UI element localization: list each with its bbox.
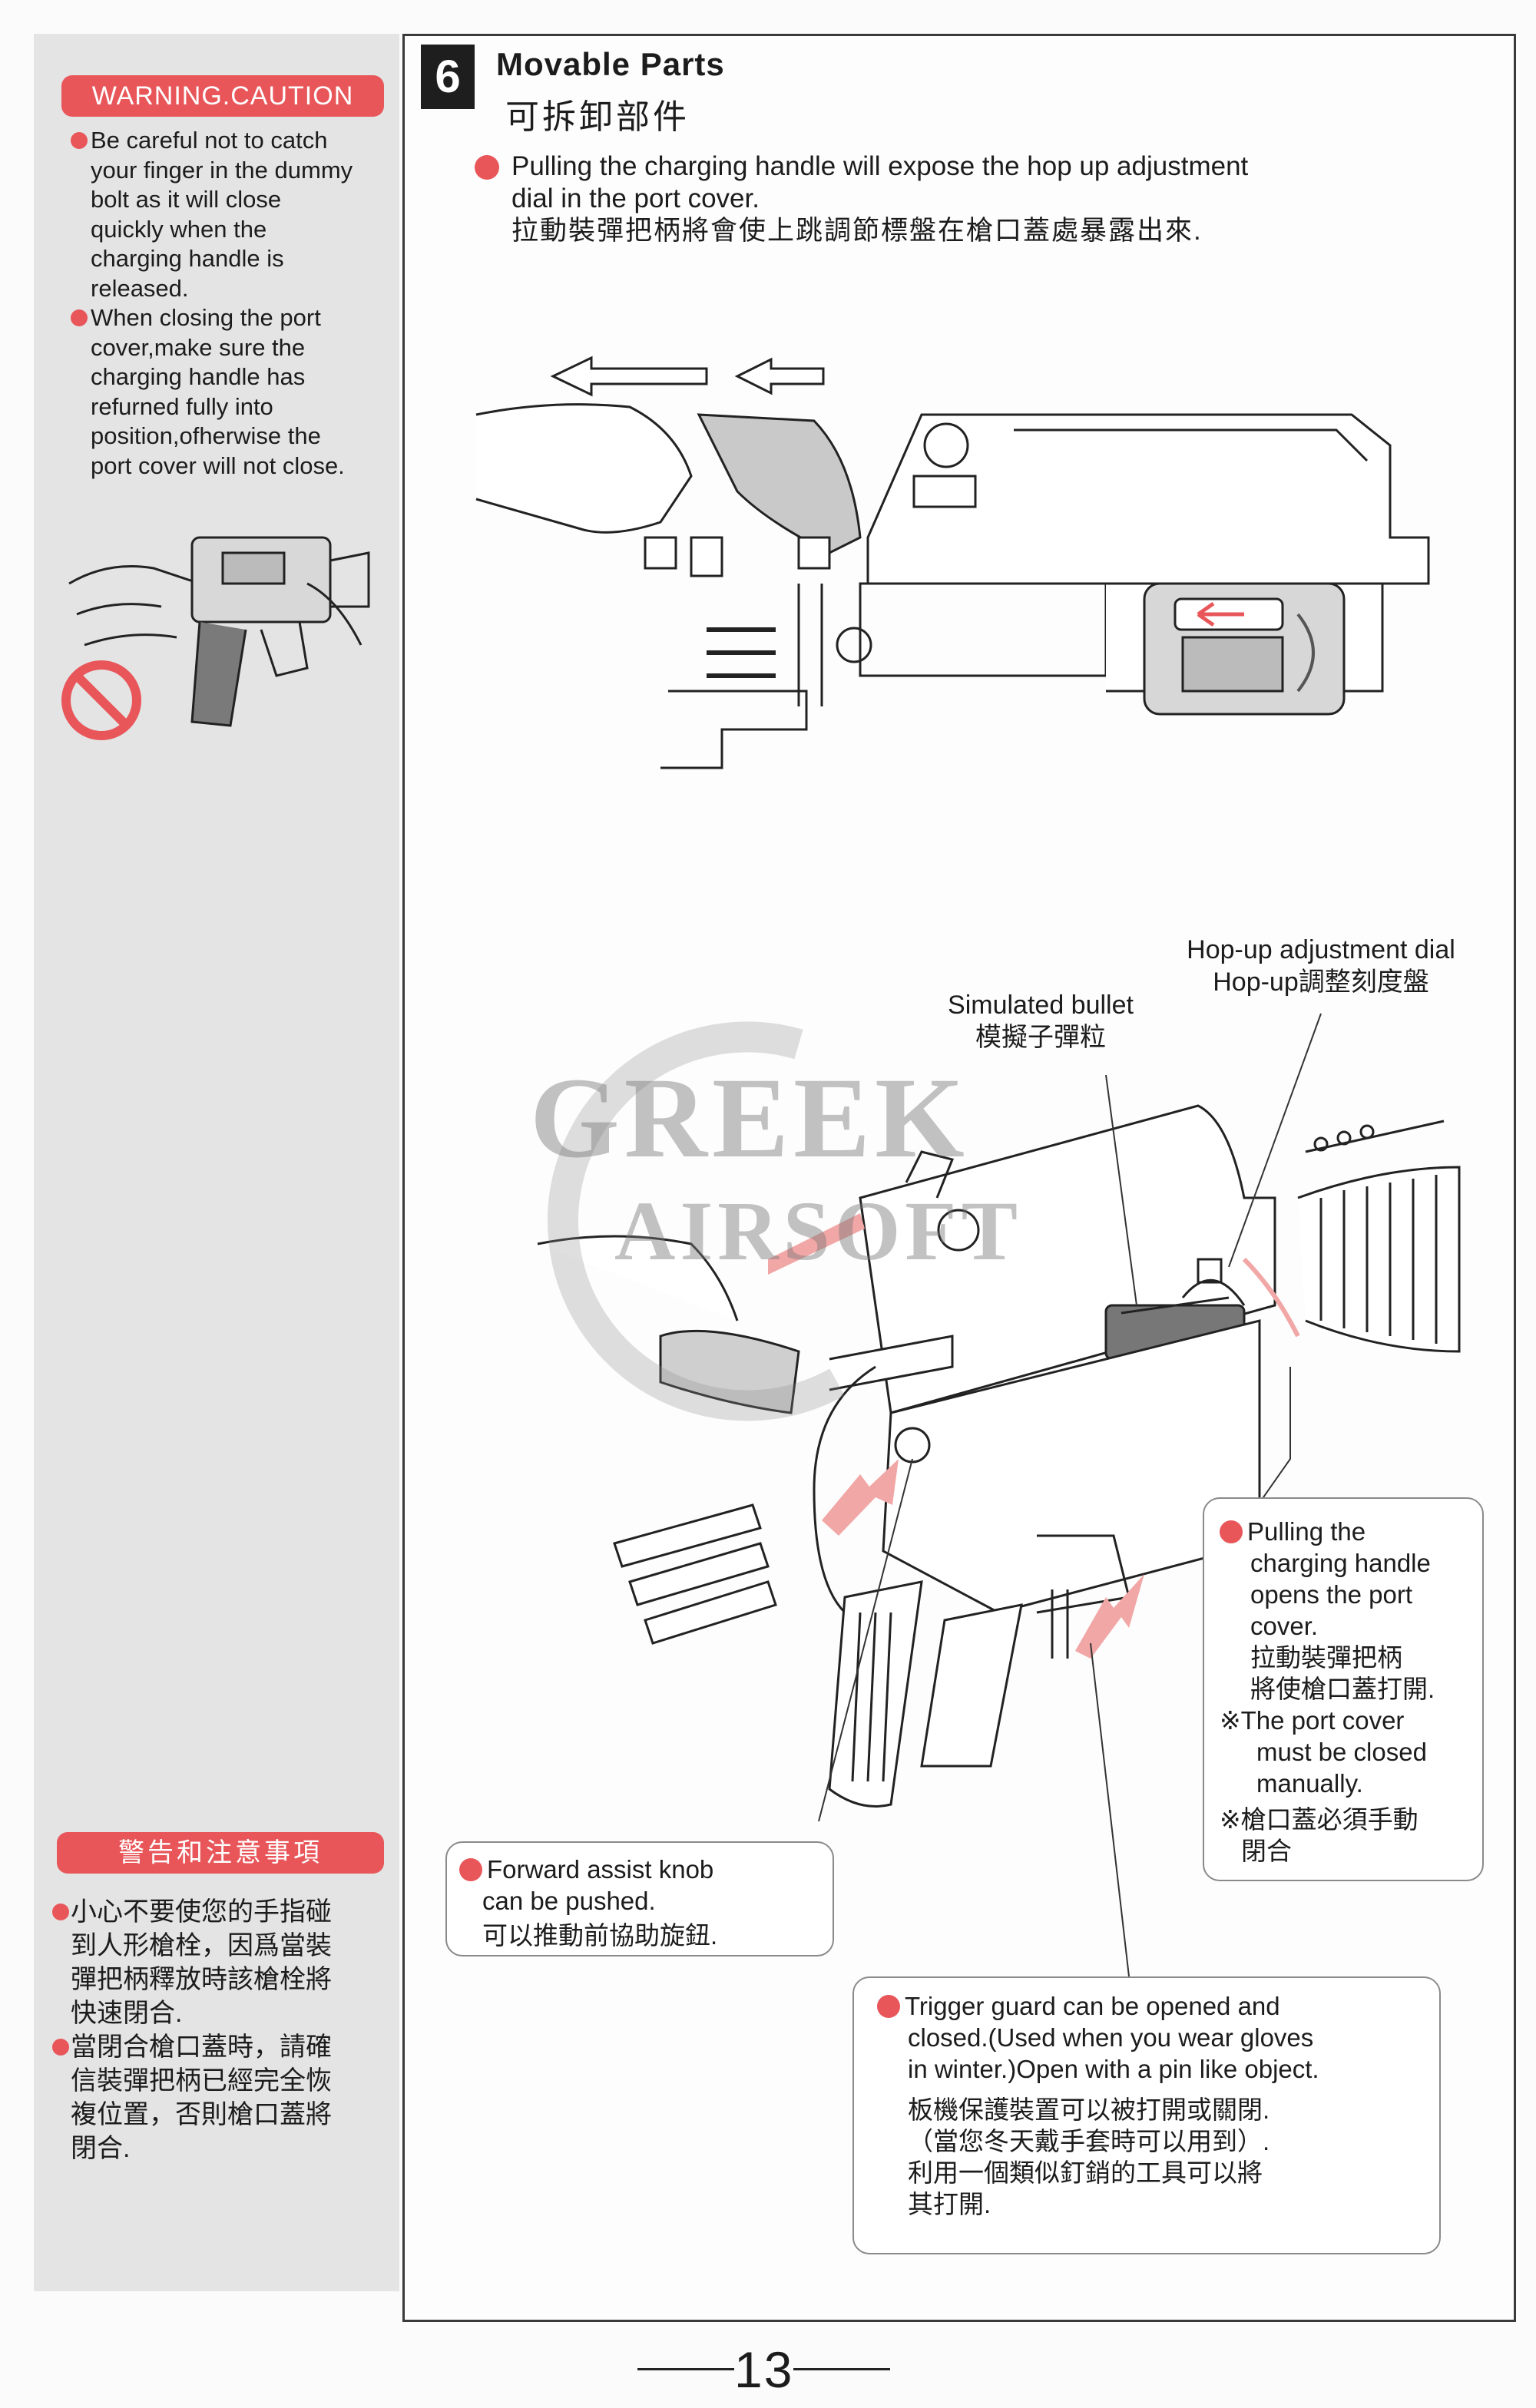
footer-rule-left — [637, 2368, 734, 2370]
warning-title-en: WARNING.CAUTION — [61, 75, 384, 117]
footer-rule-right — [793, 2368, 891, 2370]
bullet-dot-icon — [52, 2039, 69, 2056]
callout-port-cover: Pulling the charging handle opens the po… — [1203, 1497, 1484, 1881]
bullet-dot-icon — [71, 132, 88, 149]
warning-1: Be careful not to catch your finger in t… — [71, 126, 413, 303]
caution-sidebar — [34, 34, 399, 2291]
bullet-dot-icon — [459, 1858, 482, 1881]
watermark-text-2: AIRSOFT — [614, 1184, 1022, 1278]
section-number: 6 — [421, 45, 475, 109]
warning-2: When closing the port cover,make sure th… — [71, 303, 413, 481]
warnings-en: Be careful not to catch your finger in t… — [71, 126, 413, 481]
callout-forward-assist: Forward assist knob can be pushed. 可以推動前… — [445, 1841, 834, 1957]
page-number: 13 — [637, 2340, 891, 2399]
warning-zh-2: 當閉合槍口蓋時，請確 信裝彈把柄已經完全恢 複位置，否則槍口蓋將 閉合. — [52, 2030, 393, 2165]
bullet-dot-icon — [475, 155, 499, 180]
warnings-zh: 小心不要使您的手指碰 到人形槍栓，因爲當裝 彈把柄釋放時該槍栓將 快速閉合. 當… — [52, 1895, 393, 2165]
section-title-en: Movable Parts — [496, 46, 725, 82]
bullet-dot-icon — [52, 1904, 69, 1920]
bullet-dot-icon — [71, 309, 88, 326]
warning-title-zh: 警告和注意事項 — [57, 1832, 384, 1874]
watermark-text-1: GREEK — [530, 1054, 969, 1182]
bullet-dot-icon — [1220, 1520, 1243, 1543]
bullet-dot-icon — [877, 1995, 900, 2018]
warning-zh-1: 小心不要使您的手指碰 到人形槍栓，因爲當裝 彈把柄釋放時該槍栓將 快速閉合. — [52, 1895, 393, 2030]
callout-trigger-guard: Trigger guard can be opened and closed.(… — [852, 1976, 1441, 2254]
intro-text: Pulling the charging handle will expose … — [475, 150, 1418, 247]
section-title-zh: 可拆卸部件 — [505, 98, 690, 136]
